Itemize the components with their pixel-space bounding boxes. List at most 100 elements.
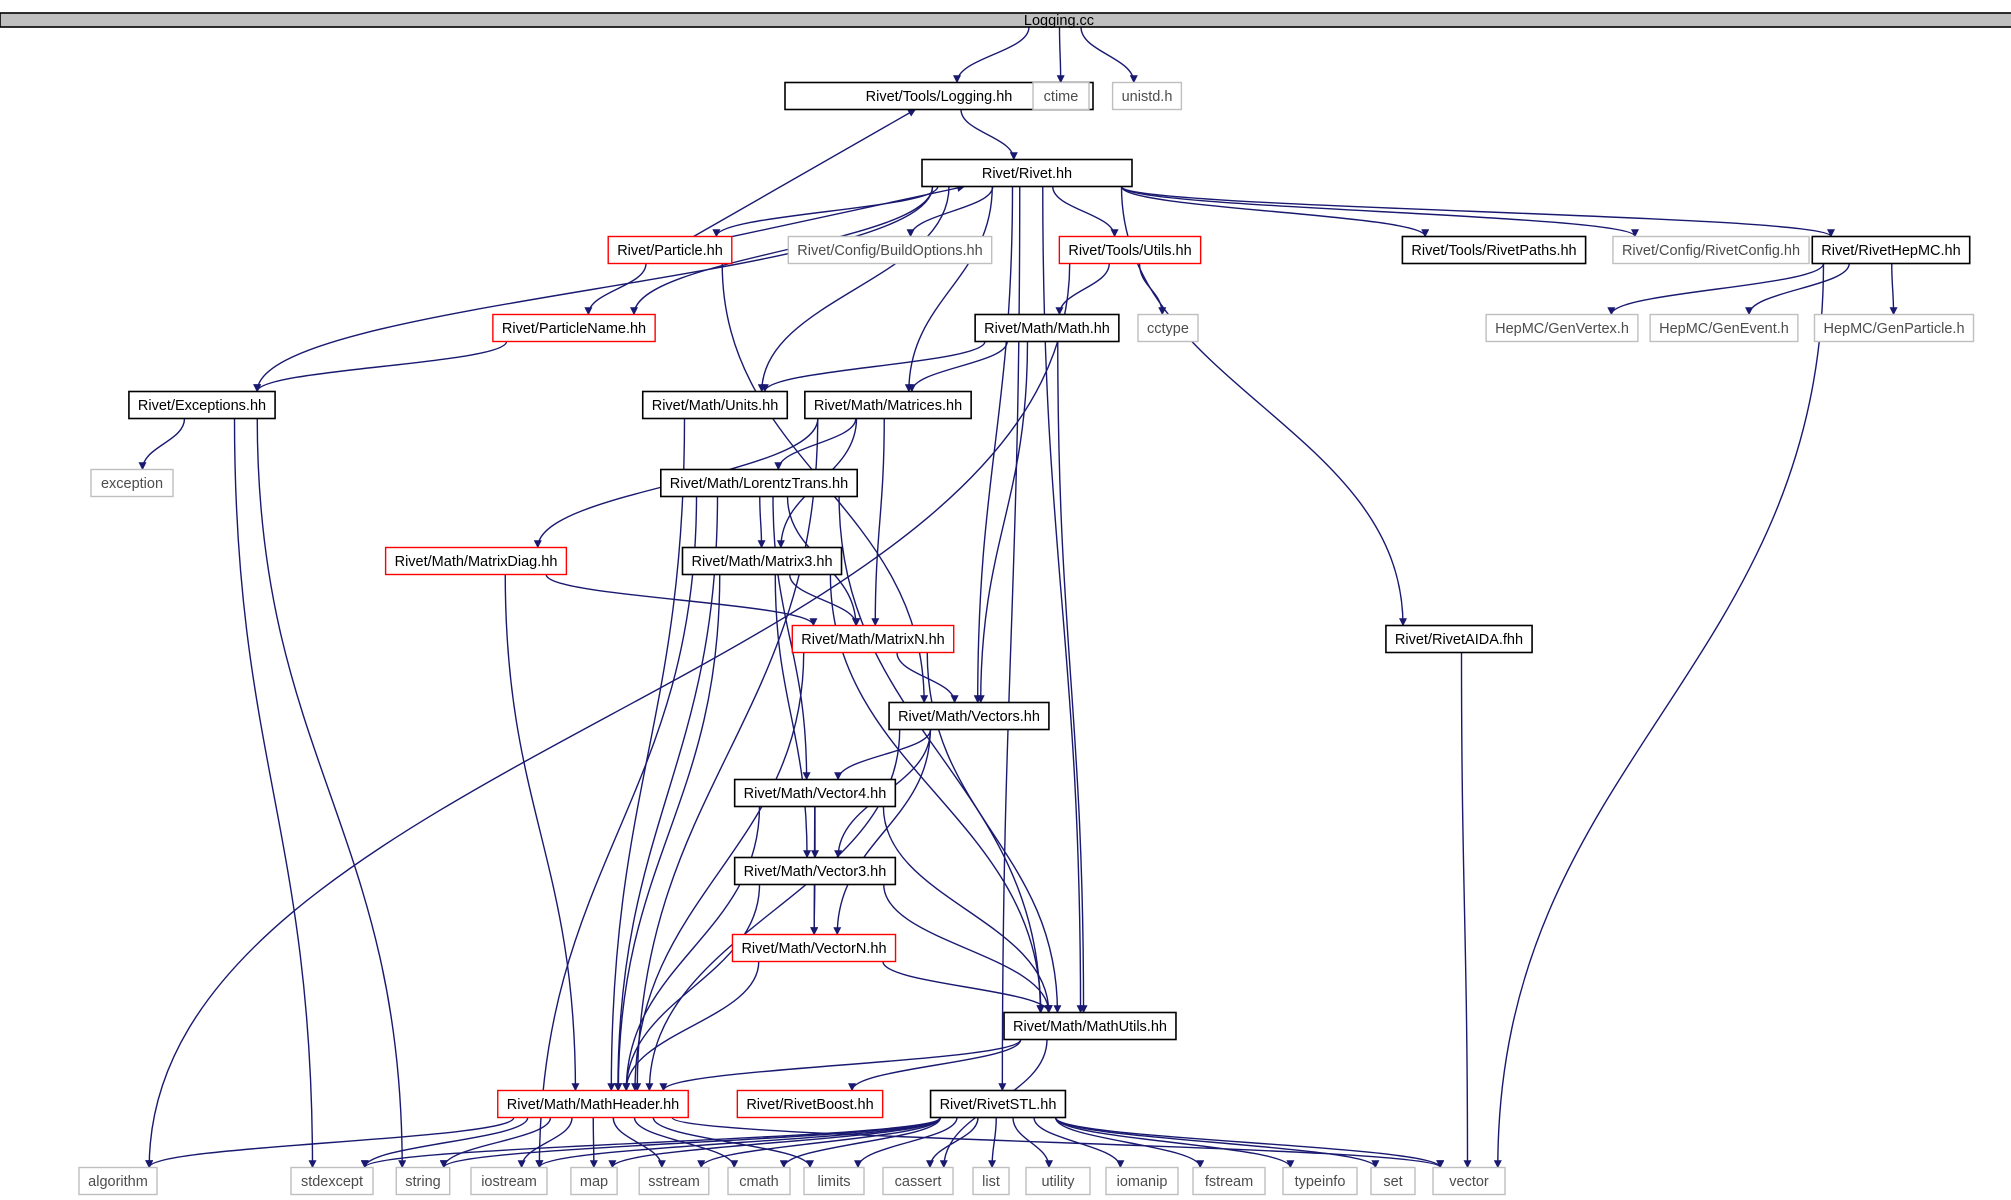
edge-vector3-to-mathheader (622, 884, 761, 1092)
node-aida[interactable]: Rivet/RivetAIDA.fhh (1385, 624, 1533, 654)
node-label: Rivet/Math/MathHeader.hh (507, 1097, 679, 1113)
node-limits: limits (803, 1166, 865, 1196)
node-mathutils[interactable]: Rivet/Math/MathUtils.hh (1003, 1011, 1177, 1041)
edge-rivet-to-utils (1052, 186, 1119, 238)
node-label: iostream (481, 1174, 537, 1190)
node-label: Rivet/Math/Vector3.hh (744, 864, 887, 880)
node-box (570, 1166, 618, 1196)
edge-rivethepmc-to-genvertex (1607, 263, 1825, 316)
edge-mathheader-to-stdexcept (360, 1117, 529, 1169)
edge-utils-to-math (1055, 263, 1110, 316)
node-particlename[interactable]: Rivet/ParticleName.hh (492, 313, 656, 343)
node-rivetboost[interactable]: Rivet/RivetBoost.hh (736, 1089, 884, 1119)
edge-lorentz-to-matrix3 (757, 496, 766, 549)
node-box (727, 1166, 791, 1196)
node-label: Rivet/RivetBoost.hh (746, 1097, 873, 1113)
node-vector: vector (1432, 1166, 1506, 1196)
node-mathheader[interactable]: Rivet/Math/MathHeader.hh (497, 1089, 689, 1119)
node-unistd: unistd.h (1111, 81, 1183, 111)
node-box (1105, 1166, 1179, 1196)
edge-vector3-to-vectorn (810, 884, 819, 936)
node-math[interactable]: Rivet/Math/Math.hh (974, 313, 1120, 343)
node-lorentz[interactable]: Rivet/Math/LorentzTrans.hh (660, 468, 858, 498)
edge-particle-to-rivet (727, 184, 966, 239)
node-box (1137, 313, 1199, 343)
edge-mathheader-to-map (589, 1117, 598, 1169)
node-box (1649, 313, 1799, 343)
edge-rivet-to-particle (712, 186, 939, 238)
edge-vectorn-to-mathutils (882, 961, 1053, 1014)
node-label: Rivet/Tools/Utils.hh (1068, 243, 1191, 259)
node-label: Rivet/ParticleName.hh (502, 321, 646, 337)
edge-rivet-to-particlename (630, 186, 934, 316)
node-label: Rivet/Math/Matrix3.hh (691, 554, 832, 570)
node-box (492, 313, 656, 343)
edge-matrixn-to-vectors (896, 652, 959, 704)
edge-lorentz-to-mathutils (838, 496, 1045, 1014)
edge-utils-to-algorithm (145, 263, 1071, 1169)
node-label: Rivet/Math/Units.hh (652, 398, 779, 414)
node-particle[interactable]: Rivet/Particle.hh (607, 235, 733, 265)
node-buildopts: Rivet/Config/BuildOptions.hh (787, 235, 993, 265)
node-vector4[interactable]: Rivet/Math/Vector4.hh (733, 778, 897, 808)
node-box (921, 158, 1133, 188)
edge-rivetstl-to-sstream (697, 1117, 942, 1169)
node-label: unistd.h (1122, 89, 1173, 105)
node-box (681, 546, 843, 576)
node-matrix3[interactable]: Rivet/Math/Matrix3.hh (681, 546, 843, 576)
node-label: exception (101, 476, 163, 492)
node-label: Rivet/Config/BuildOptions.hh (797, 243, 982, 259)
node-box (1811, 235, 1971, 265)
edge-rivet-to-vectors (973, 186, 1014, 704)
edge-vectors-to-vectorn (833, 729, 931, 936)
node-label: HepMC/GenVertex.h (1495, 321, 1629, 337)
node-rivetconfig: Rivet/Config/RivetConfig.hh (1612, 235, 1810, 265)
node-units[interactable]: Rivet/Math/Units.hh (641, 390, 789, 420)
node-rivetpaths[interactable]: Rivet/Tools/RivetPaths.hh (1401, 235, 1587, 265)
node-ctime: ctime (1032, 81, 1090, 111)
edge-tools_logging-to-rivet (960, 109, 1018, 161)
node-box (731, 933, 897, 963)
edge-logging_cc-to-tools_logging (953, 26, 1030, 84)
edge-mathheader-to-algorithm (145, 1116, 515, 1169)
edge-particle-to-tools_logging (693, 108, 917, 238)
edge-lorentz-to-mathheader (613, 496, 719, 1092)
node-string: string (395, 1166, 451, 1196)
node-box (1401, 235, 1587, 265)
node-label: sstream (648, 1174, 700, 1190)
node-matrixn[interactable]: Rivet/Math/MatrixN.hh (791, 624, 955, 654)
edge-rivet-to-rivethepmc (1120, 185, 1835, 238)
node-list: list (972, 1166, 1010, 1196)
edge-rivetstl-to-iomanip (1033, 1117, 1125, 1169)
node-utils[interactable]: Rivet/Tools/Utils.hh (1058, 235, 1202, 265)
node-exceptions[interactable]: Rivet/Exceptions.hh (128, 390, 276, 420)
node-label: limits (817, 1174, 850, 1190)
node-label: Rivet/Particle.hh (617, 243, 723, 259)
node-label: vector (1449, 1174, 1489, 1190)
node-rivetstl[interactable]: Rivet/RivetSTL.hh (929, 1089, 1067, 1119)
node-label: cmath (739, 1174, 779, 1190)
node-box (733, 778, 897, 808)
node-label: list (982, 1174, 1000, 1190)
node-matrixdiag[interactable]: Rivet/Math/MatrixDiag.hh (384, 546, 568, 576)
node-box (290, 1166, 374, 1196)
node-vector3[interactable]: Rivet/Math/Vector3.hh (733, 856, 897, 886)
node-rivethepmc[interactable]: Rivet/RivetHepMC.hh (1811, 235, 1971, 265)
node-matrices[interactable]: Rivet/Math/Matrices.hh (804, 390, 972, 420)
edge-exceptions-to-exception (138, 418, 186, 471)
edge-vectorn-to-mathheader (622, 961, 760, 1092)
node-map: map (570, 1166, 618, 1196)
node-vectorn[interactable]: Rivet/Math/VectorN.hh (731, 933, 897, 963)
node-algorithm: algorithm (78, 1166, 158, 1196)
node-box (733, 856, 897, 886)
node-label: cassert (895, 1174, 942, 1190)
node-vectors[interactable]: Rivet/Math/Vectors.hh (888, 701, 1050, 731)
edge-rivetstl-to-cassert (926, 1117, 979, 1169)
node-box (888, 701, 1050, 731)
edge-rivetstl-to-cmath (779, 1117, 942, 1169)
node-box (1485, 313, 1639, 343)
node-box (1111, 81, 1183, 111)
edge-matrix3-to-mathheader (614, 574, 721, 1092)
node-rivet[interactable]: Rivet/Rivet.hh (921, 158, 1133, 188)
node-box (1370, 1166, 1416, 1196)
